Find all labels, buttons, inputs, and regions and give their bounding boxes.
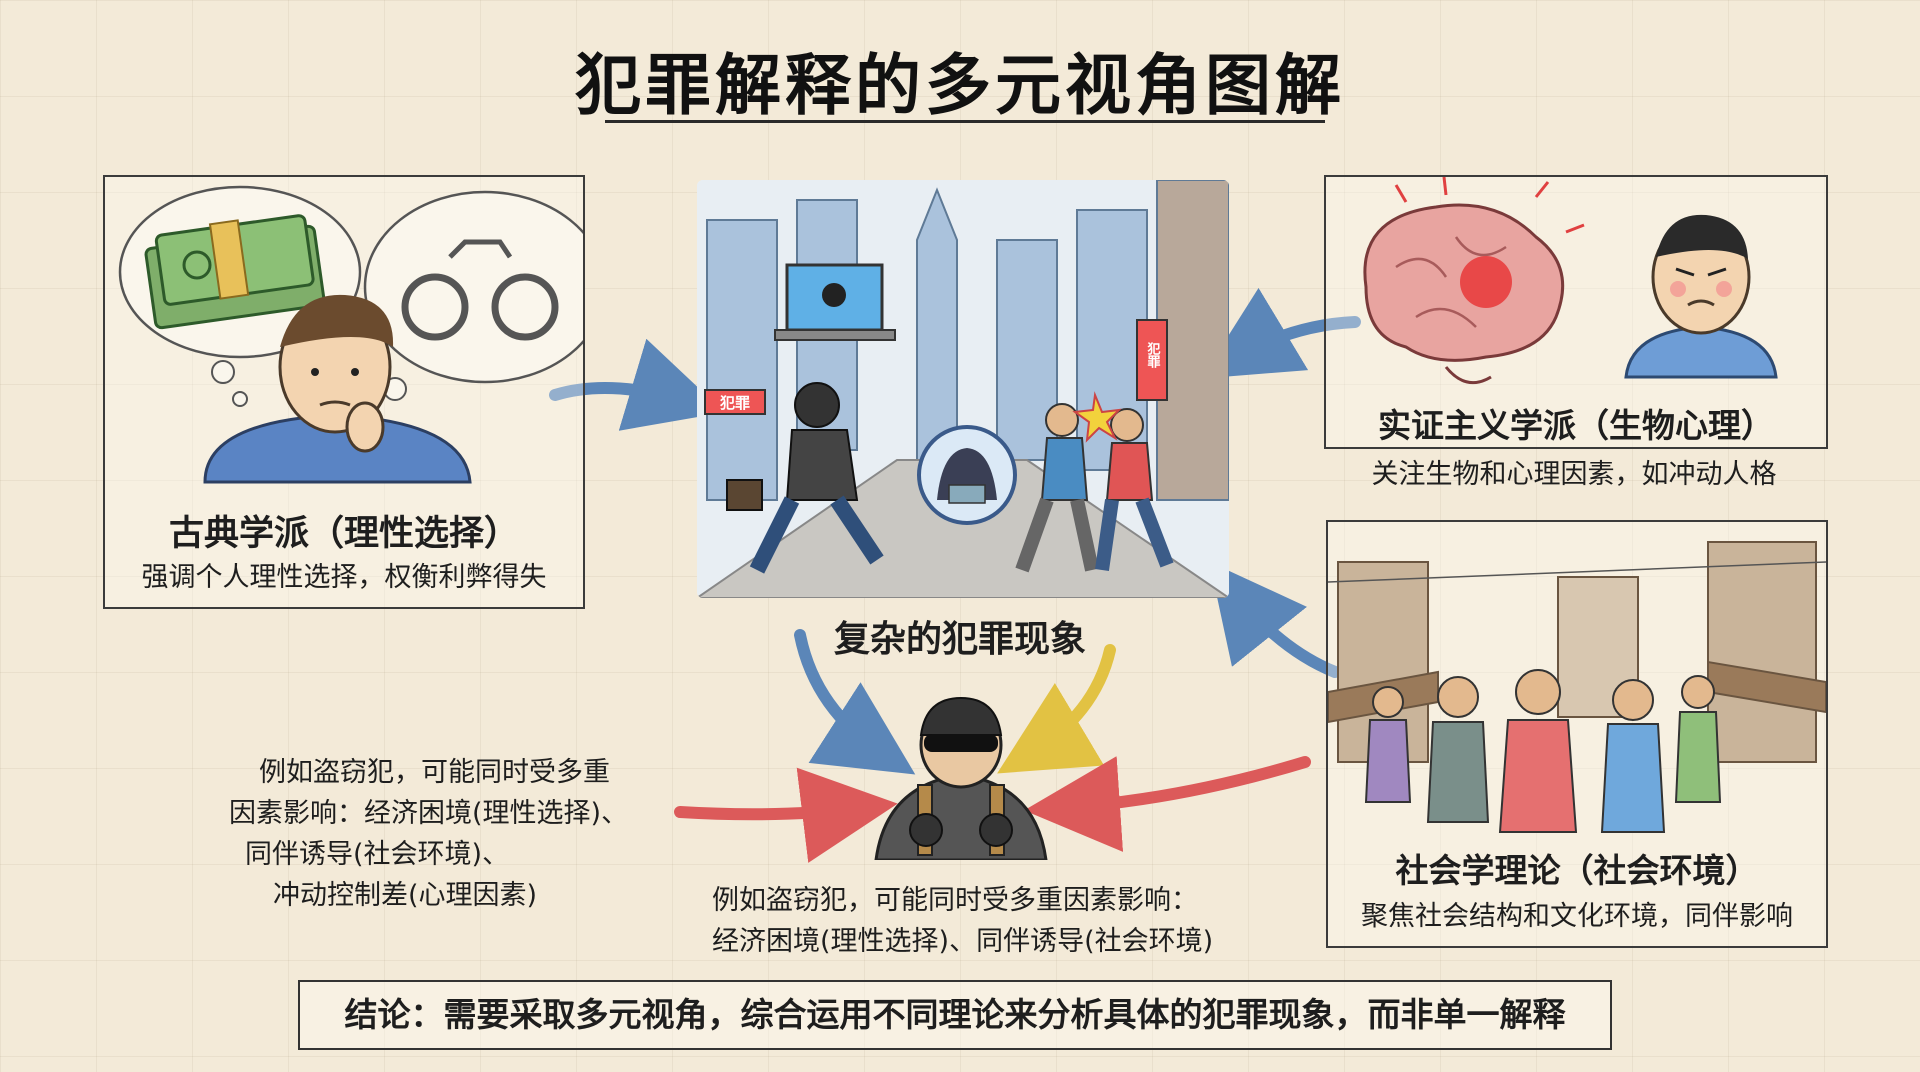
bottom-note-line: 经济困境(理性选择)、同伴诱导(社会环境) bbox=[712, 926, 1214, 957]
sociological-illustration bbox=[1328, 541, 1826, 833]
classical-illustration bbox=[118, 185, 583, 484]
arrow-positivist-to-center bbox=[1201, 287, 1361, 379]
street-buildings bbox=[1328, 541, 1826, 763]
fighting-figures bbox=[1015, 391, 1174, 573]
panel-positivist: 实证主义学派（生物心理） bbox=[1324, 175, 1828, 449]
page-title: 犯罪解释的多元视角图解 bbox=[575, 47, 1345, 124]
positivist-illustration bbox=[1363, 177, 1778, 385]
left-note-line: 因素影响：经济困境(理性选择)、 bbox=[229, 798, 629, 829]
positivist-title: 实证主义学派（生物心理） bbox=[1378, 406, 1774, 445]
sociological-desc: 聚焦社会结构和文化环境，同伴影响 bbox=[1361, 901, 1793, 932]
left-note-line: 例如盗窃犯，可能同时受多重 bbox=[259, 757, 610, 788]
city-street-illustration: 犯罪 犯罪 bbox=[697, 180, 1229, 598]
handcuffs-icon bbox=[401, 239, 559, 341]
left-note-line: 同伴诱导(社会环境)、 bbox=[245, 839, 510, 870]
conclusion-box: 结论：需要采取多元视角，综合运用不同理论来分析具体的犯罪现象，而非单一解释 bbox=[298, 980, 1612, 1050]
positivist-desc: 关注生物和心理因素，如冲动人格 bbox=[1371, 459, 1777, 490]
alert-rays bbox=[1394, 177, 1585, 234]
arrow-sociological-to-center bbox=[1209, 561, 1341, 678]
bottom-note-line: 例如盗窃犯，可能同时受多重因素影响： bbox=[712, 885, 1198, 916]
money-icon bbox=[144, 214, 326, 330]
arrow-center-to-thief-yellow bbox=[997, 644, 1116, 774]
hacker-badge-icon bbox=[917, 425, 1017, 525]
arrow-center-to-thief-blue bbox=[794, 629, 916, 775]
left-note-line: 冲动控制差(心理因素) bbox=[273, 880, 538, 911]
left-example-note: 例如盗窃犯，可能同时受多重 因素影响：经济困境(理性选择)、 同伴诱导(社会环境… bbox=[205, 752, 675, 916]
shop-sign-right-text: 犯罪 bbox=[1145, 341, 1162, 369]
power-line bbox=[1328, 561, 1826, 583]
title-underline bbox=[605, 120, 1325, 123]
panel-classical: 古典学派（理性选择） 强调个人理性选择，权衡利弊得失 bbox=[103, 175, 585, 609]
arrow-classical-to-center bbox=[549, 338, 725, 431]
skyline bbox=[706, 180, 1229, 501]
shop-sign-left bbox=[704, 389, 766, 415]
arrow-right-to-thief-red bbox=[1024, 756, 1311, 852]
classical-title: 古典学派（理性选择） bbox=[168, 514, 519, 554]
crowd-figures bbox=[1364, 669, 1722, 833]
thinking-person-icon bbox=[203, 294, 472, 484]
laptop-skull-icon bbox=[774, 263, 896, 341]
panel-sociological: 社会学理论（社会环境） 聚焦社会结构和文化环境，同伴影响 bbox=[1326, 520, 1828, 948]
center-crime-scene: 犯罪 犯罪 bbox=[697, 180, 1229, 598]
thief-icon bbox=[874, 696, 1048, 860]
shop-sign-left-text: 犯罪 bbox=[719, 394, 750, 412]
center-label: 复杂的犯罪现象 bbox=[833, 619, 1086, 660]
shop-sign-right bbox=[1136, 319, 1168, 401]
burglar-figure bbox=[726, 382, 884, 574]
angry-boy-icon bbox=[1624, 214, 1778, 379]
arrow-left-to-thief-red bbox=[674, 767, 898, 863]
classical-desc: 强调个人理性选择，权衡利弊得失 bbox=[141, 562, 547, 593]
sociological-title: 社会学理论（社会环境） bbox=[1395, 851, 1759, 890]
bottom-example-note: 例如盗窃犯，可能同时受多重因素影响： 经济困境(理性选择)、同伴诱导(社会环境) bbox=[712, 880, 1312, 962]
brain-icon bbox=[1363, 203, 1565, 385]
